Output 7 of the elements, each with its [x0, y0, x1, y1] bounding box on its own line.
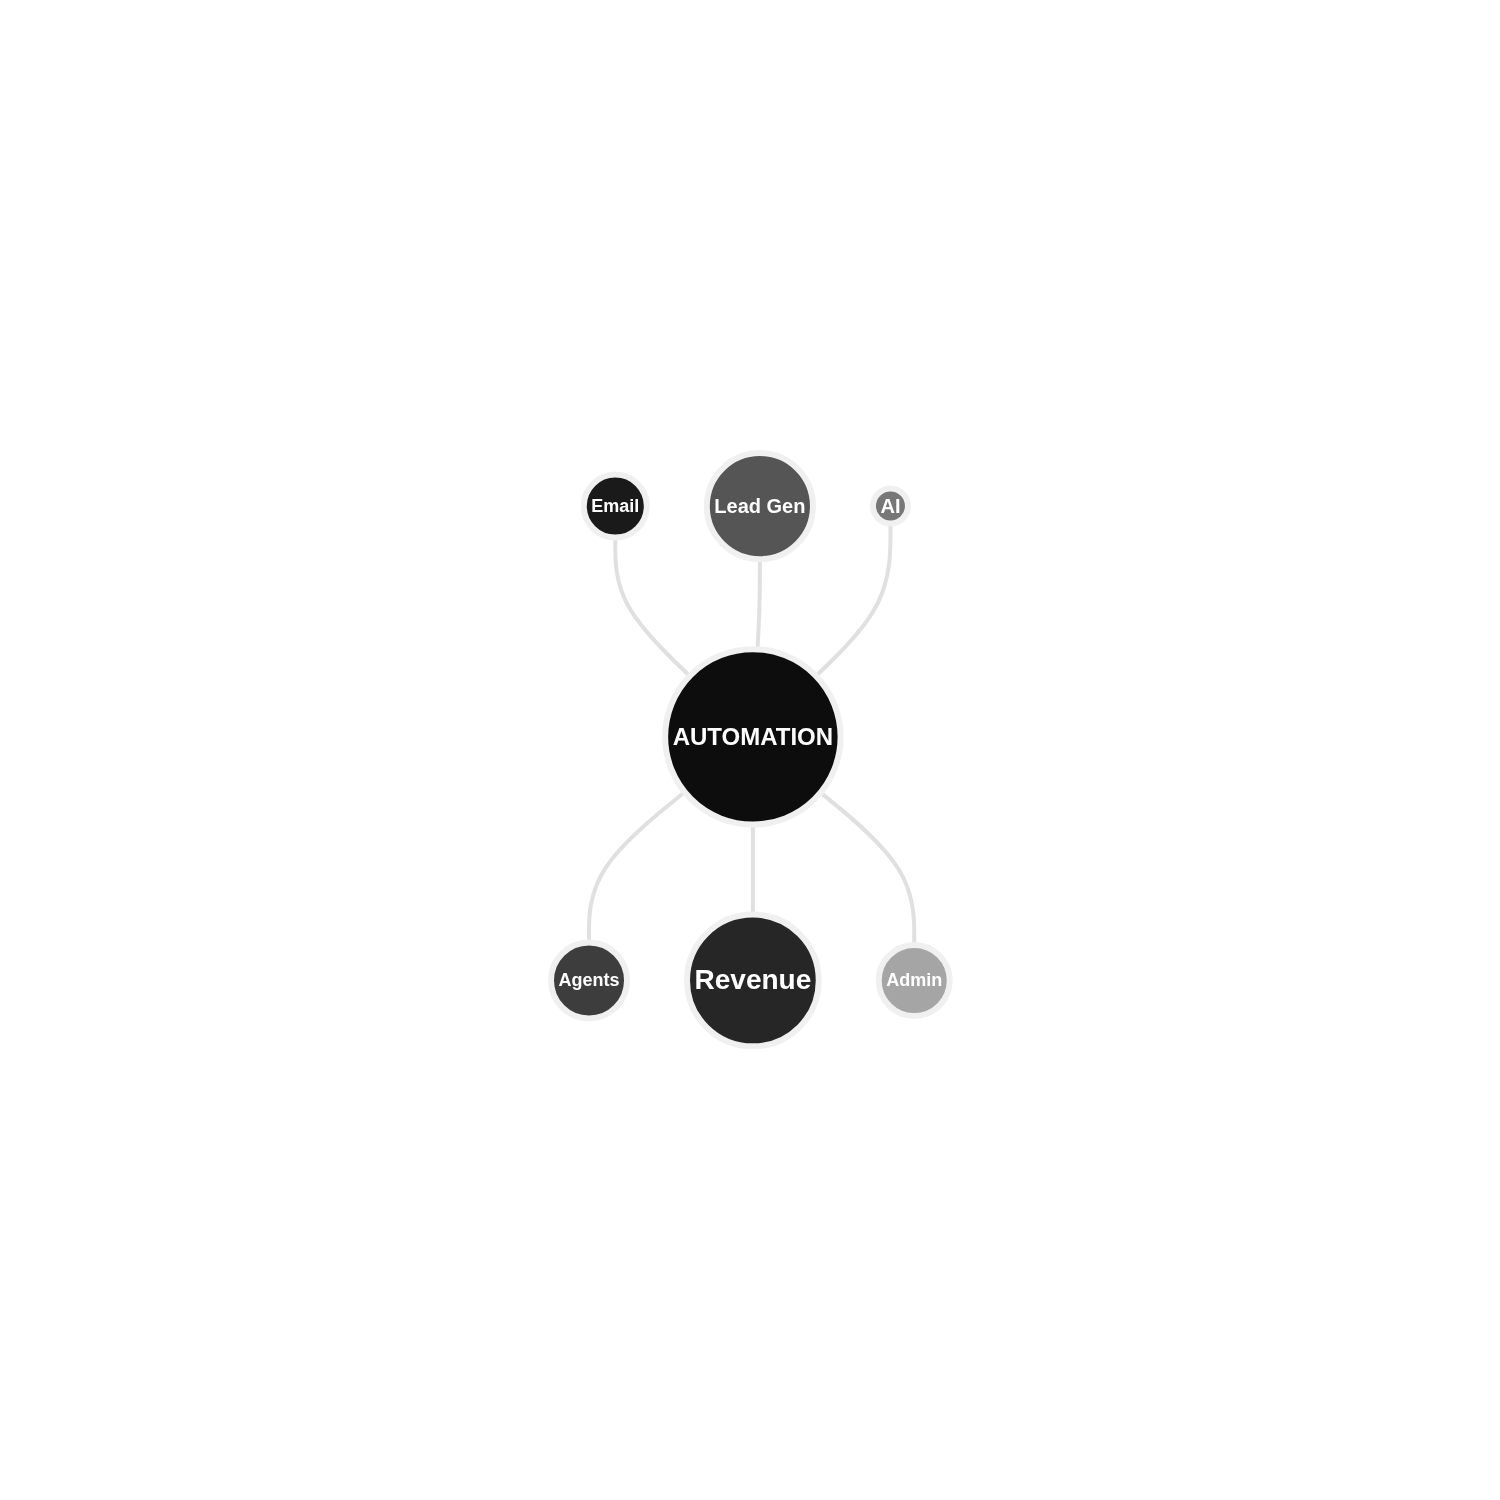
node-circle: Lead Gen	[703, 450, 816, 563]
node-circle: Agents	[547, 939, 630, 1022]
node-circle: Email	[580, 471, 650, 541]
node-circle: AUTOMATION	[661, 646, 844, 828]
node-circle: AI	[869, 485, 911, 527]
node-circle: Revenue	[683, 911, 822, 1050]
node-circle: Admin	[875, 942, 953, 1020]
